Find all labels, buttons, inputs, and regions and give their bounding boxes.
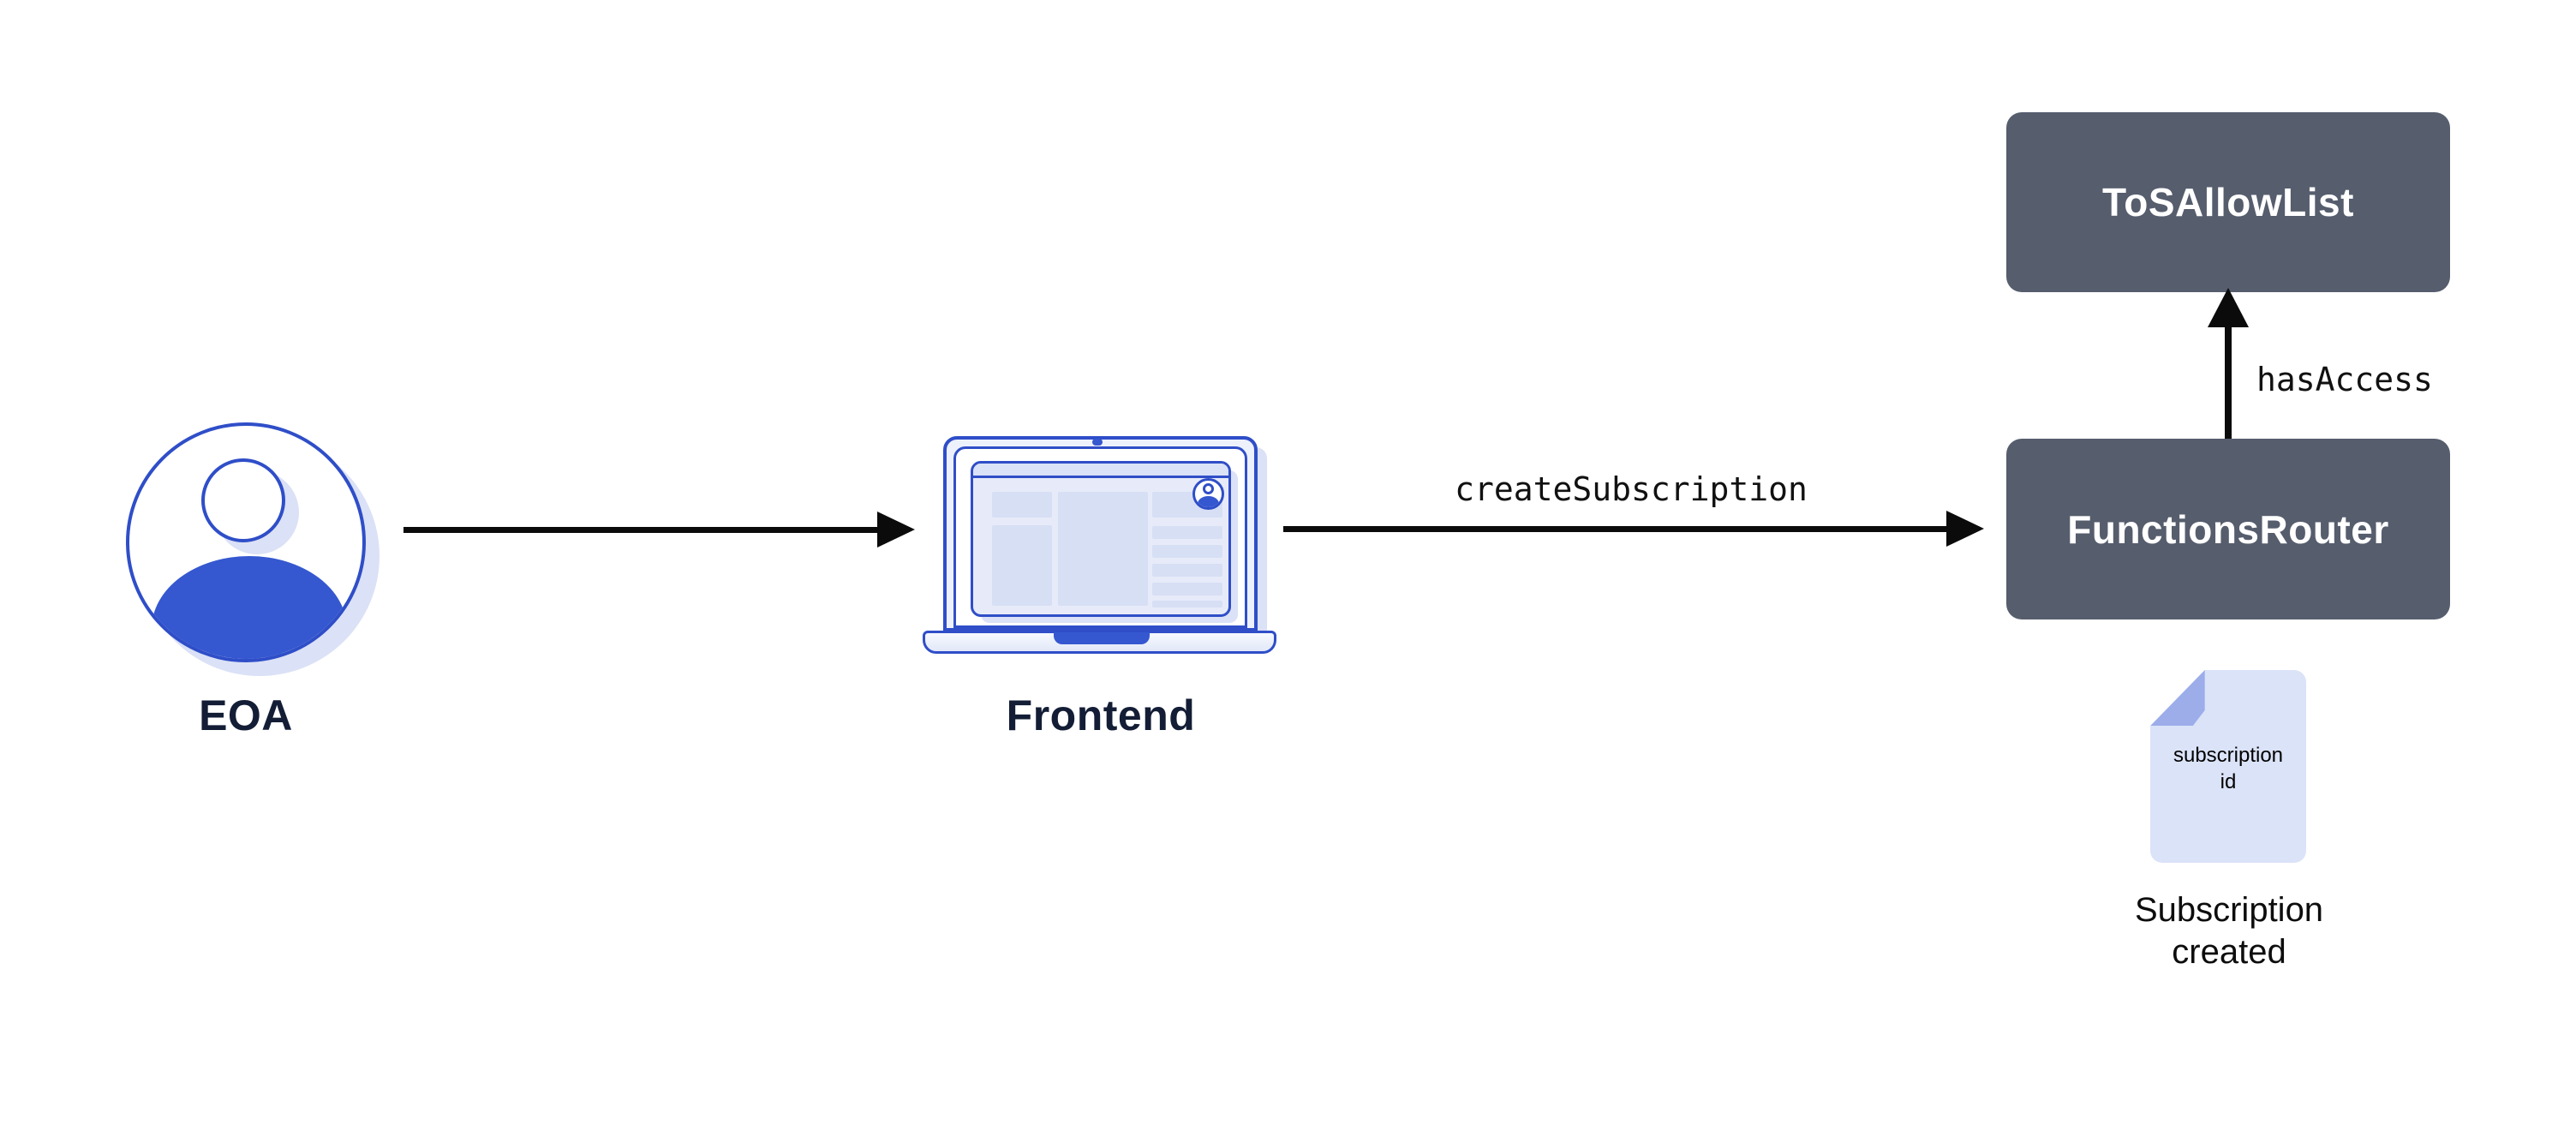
arrowhead-frontend-to-router (1946, 511, 1984, 547)
browser-window (971, 461, 1231, 617)
browser-content-block (1058, 492, 1148, 606)
edge-label-has-access: hasAccess (2256, 361, 2433, 398)
arrow-eoa-to-frontend (403, 527, 877, 533)
document-text-line2: id (2220, 770, 2237, 793)
browser-content-bar (1152, 545, 1222, 558)
subscription-created-caption: Subscription created (2083, 889, 2375, 973)
caption-line1: Subscription (2134, 891, 2324, 929)
profile-avatar-head (1203, 483, 1214, 494)
profile-avatar-body (1198, 496, 1219, 507)
tos-allow-list-label: ToSAllowList (2102, 180, 2354, 224)
document-text: subscription id (2150, 742, 2306, 795)
laptop-base (923, 631, 1276, 654)
node-tos-allow-list: ToSAllowList (2006, 112, 2450, 292)
profile-avatar-icon (1192, 478, 1224, 510)
laptop-notch (1054, 632, 1150, 644)
document-icon: subscription id (2150, 670, 2306, 863)
functions-router-label: FunctionsRouter (2067, 506, 2389, 552)
arrowhead-eoa-to-frontend (877, 512, 915, 548)
browser-content-bar (1152, 564, 1222, 577)
document-corner-fold (2150, 670, 2205, 727)
caption-line2: created (2172, 933, 2286, 971)
edge-label-create-subscription: createSubscription (1455, 470, 1808, 508)
browser-content-bar (1152, 526, 1222, 539)
laptop-webcam-dot (1092, 439, 1103, 446)
document-text-line1: subscription (2173, 744, 2284, 767)
avatar-body (152, 556, 347, 659)
arrow-frontend-to-router (1283, 526, 1946, 532)
browser-content-bar (1152, 601, 1222, 607)
browser-content-block (992, 492, 1052, 518)
browser-content-block (992, 525, 1052, 606)
frontend-label: Frontend (1006, 691, 1196, 739)
avatar-head (201, 458, 285, 542)
arrowhead-router-to-allowlist (2208, 288, 2249, 327)
node-functions-router: FunctionsRouter (2006, 439, 2450, 619)
eoa-label: EOA (199, 691, 293, 739)
browser-content-bar (1152, 583, 1222, 595)
browser-header-bar (973, 464, 1228, 478)
user-avatar-icon (126, 422, 366, 662)
arrow-router-to-allowlist (2225, 327, 2232, 439)
